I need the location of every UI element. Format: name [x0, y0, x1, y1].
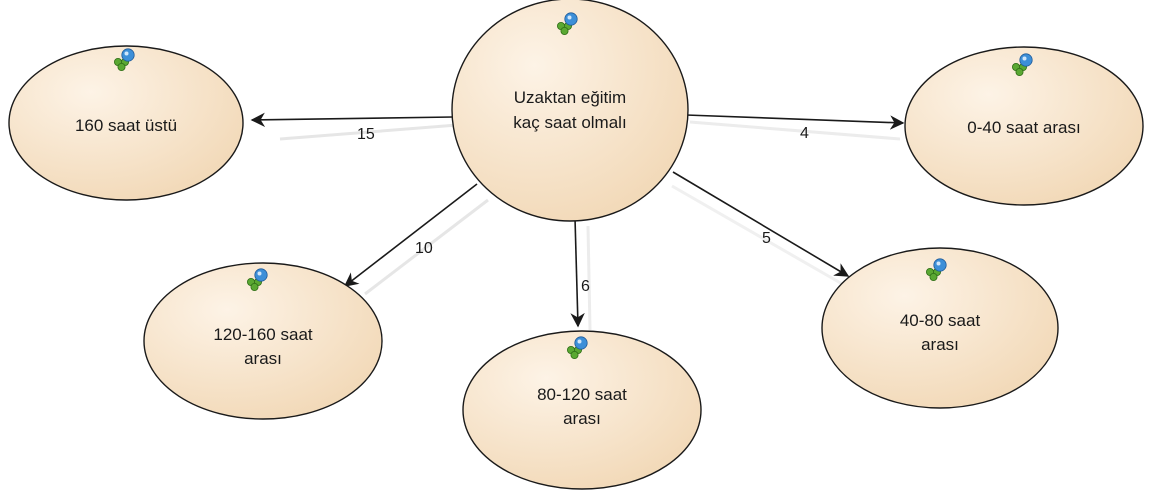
- edges: [250, 112, 905, 328]
- center-label-line-2: kaç saat olmalı: [513, 113, 626, 132]
- node-cluster-icon: [557, 12, 578, 35]
- edge-center-to-120-160[interactable]: [343, 183, 478, 287]
- node-40-80-label-line-2: arası: [921, 335, 959, 354]
- node-cluster-icon: [114, 48, 135, 71]
- node-40-80-saat-arasi[interactable]: 40-80 saat arası: [821, 247, 1059, 409]
- edge-label-6: 6: [581, 278, 590, 295]
- edge-label-10: 10: [415, 240, 433, 257]
- edge-labels: 15 4 10 6 5: [357, 125, 809, 295]
- node-cluster-icon: [926, 258, 947, 281]
- node-80-120-saat-arasi[interactable]: 80-120 saat arası: [462, 330, 702, 490]
- node-120-160-saat-arasi[interactable]: 120-160 saat arası: [143, 262, 383, 420]
- edge-center-to-0-40[interactable]: [685, 114, 905, 130]
- edge-label-5: 5: [762, 230, 771, 247]
- node-40-80-label-line-1: 40-80 saat: [900, 311, 981, 330]
- edge-label-4: 4: [800, 125, 809, 142]
- edge-center-to-160[interactable]: [250, 112, 454, 128]
- node-0-40-saat-arasi[interactable]: 0-40 saat arası: [904, 46, 1144, 206]
- node-160-saat-ustu[interactable]: 160 saat üstü: [8, 45, 244, 201]
- center-label-line-1: Uzaktan eğitim: [514, 88, 626, 107]
- node-120-160-label-line-1: 120-160 saat: [213, 325, 313, 344]
- node-160-label: 160 saat üstü: [75, 116, 177, 135]
- edge-label-15: 15: [357, 126, 375, 143]
- node-center[interactable]: Uzaktan eğitim kaç saat olmalı: [451, 0, 689, 222]
- node-0-40-label: 0-40 saat arası: [967, 118, 1080, 137]
- node-cluster-icon: [567, 336, 588, 359]
- node-cluster-icon: [247, 268, 268, 291]
- node-120-160-label-line-2: arası: [244, 349, 282, 368]
- node-80-120-label-line-2: arası: [563, 409, 601, 428]
- edge-shadows: [279, 120, 901, 331]
- node-cluster-icon: [1012, 53, 1033, 76]
- edge-center-to-80-120[interactable]: [570, 217, 585, 328]
- node-80-120-label-line-1: 80-120 saat: [537, 385, 627, 404]
- edge-center-to-40-80[interactable]: [672, 171, 850, 277]
